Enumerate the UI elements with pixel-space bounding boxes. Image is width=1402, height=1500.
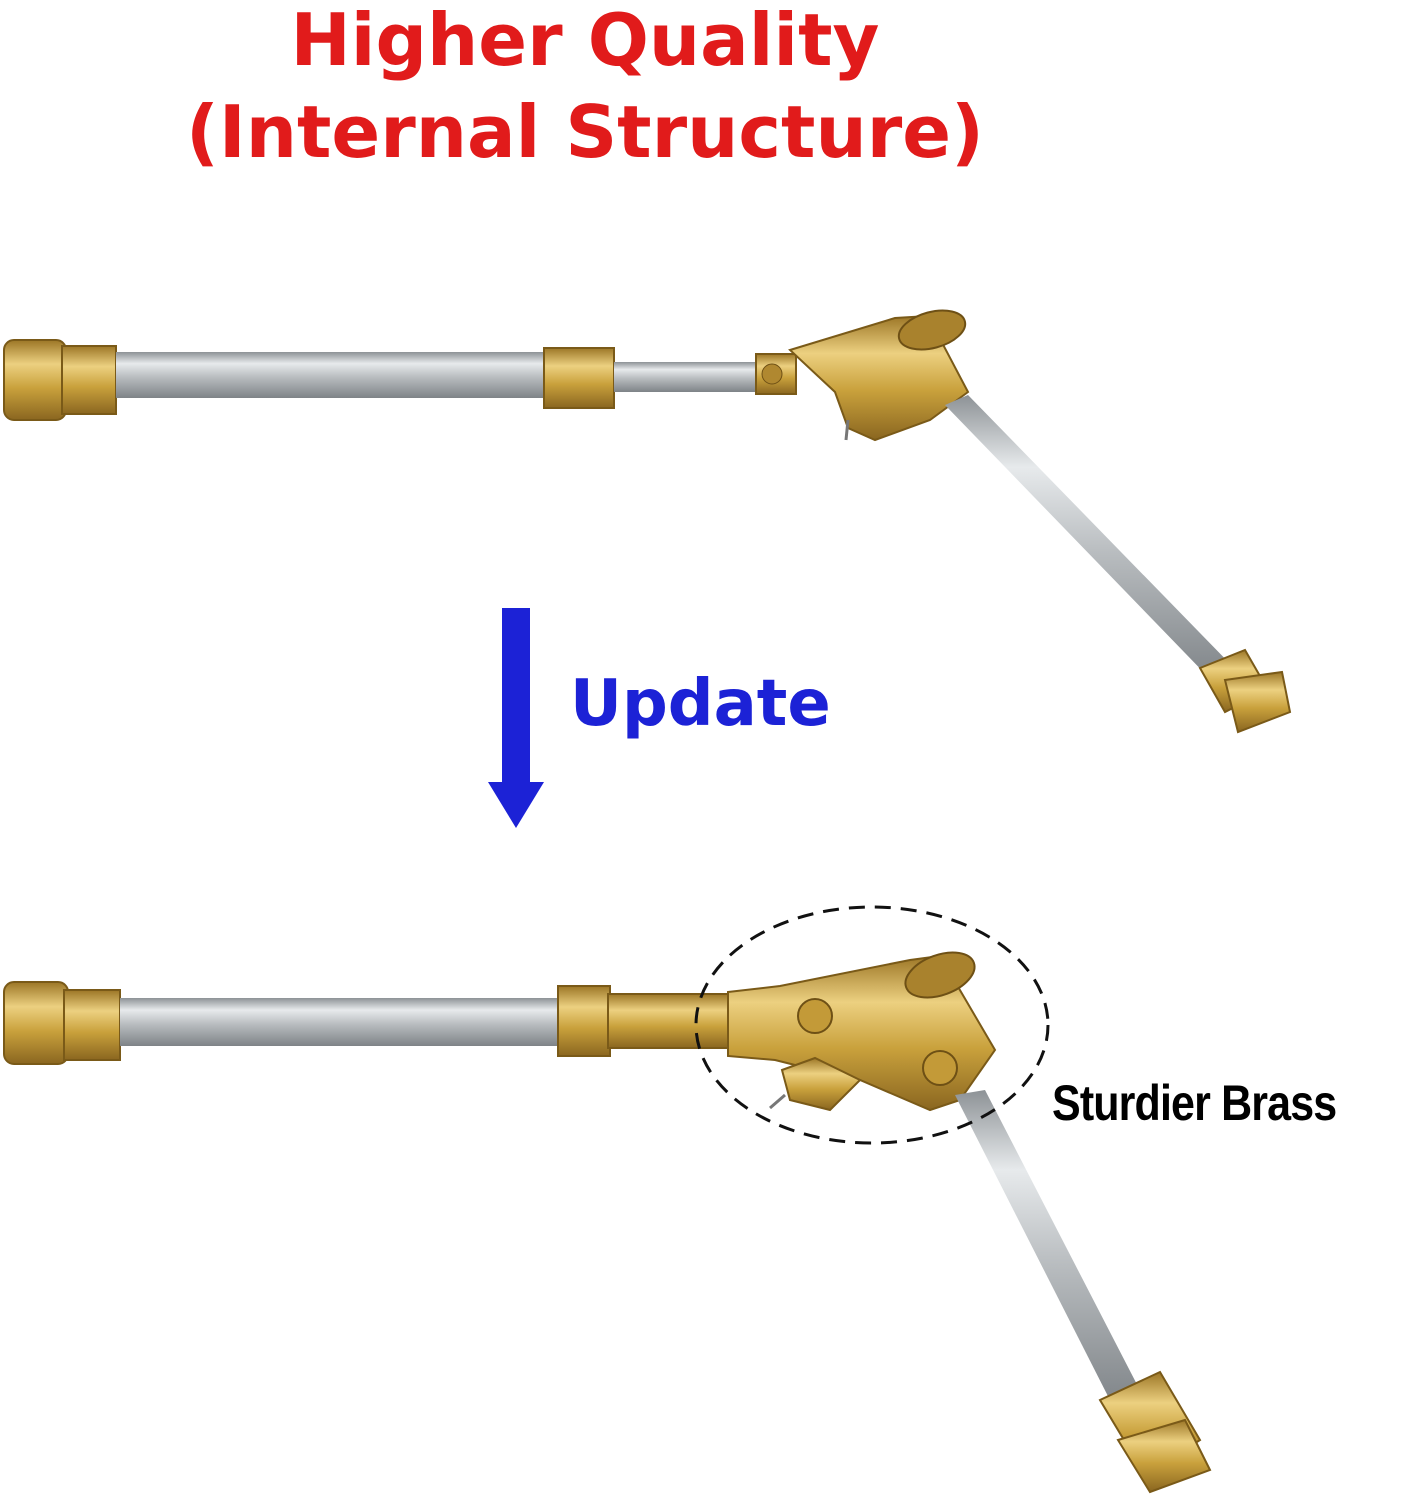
old-wand-angled-pipe [945,395,1238,684]
old-wand-pipe [116,352,546,398]
old-wand [3,309,1292,734]
new-wand [3,951,1212,1494]
new-wand-angled-pipe [955,1090,1145,1410]
old-wand-nut [543,347,615,409]
headline-line-1: Higher Quality [290,0,880,82]
new-wand-pipe [120,998,560,1046]
arrow-down-icon [488,608,544,828]
update-label: Update [570,667,831,741]
old-wand-coupler [3,339,117,421]
old-wand-brass-body [755,309,970,442]
callout-label: Sturdier Brass [1052,1075,1337,1131]
old-wand-outlet-fitting [1198,648,1292,734]
new-wand-outlet-nut [1098,1370,1212,1494]
new-wand-brass-body [727,951,997,1112]
new-wand-nut [557,985,611,1057]
headline-line-2: (Internal Structure) [186,90,984,174]
new-wand-coupler [3,981,121,1065]
callout-dashed-circle [694,905,1050,1145]
